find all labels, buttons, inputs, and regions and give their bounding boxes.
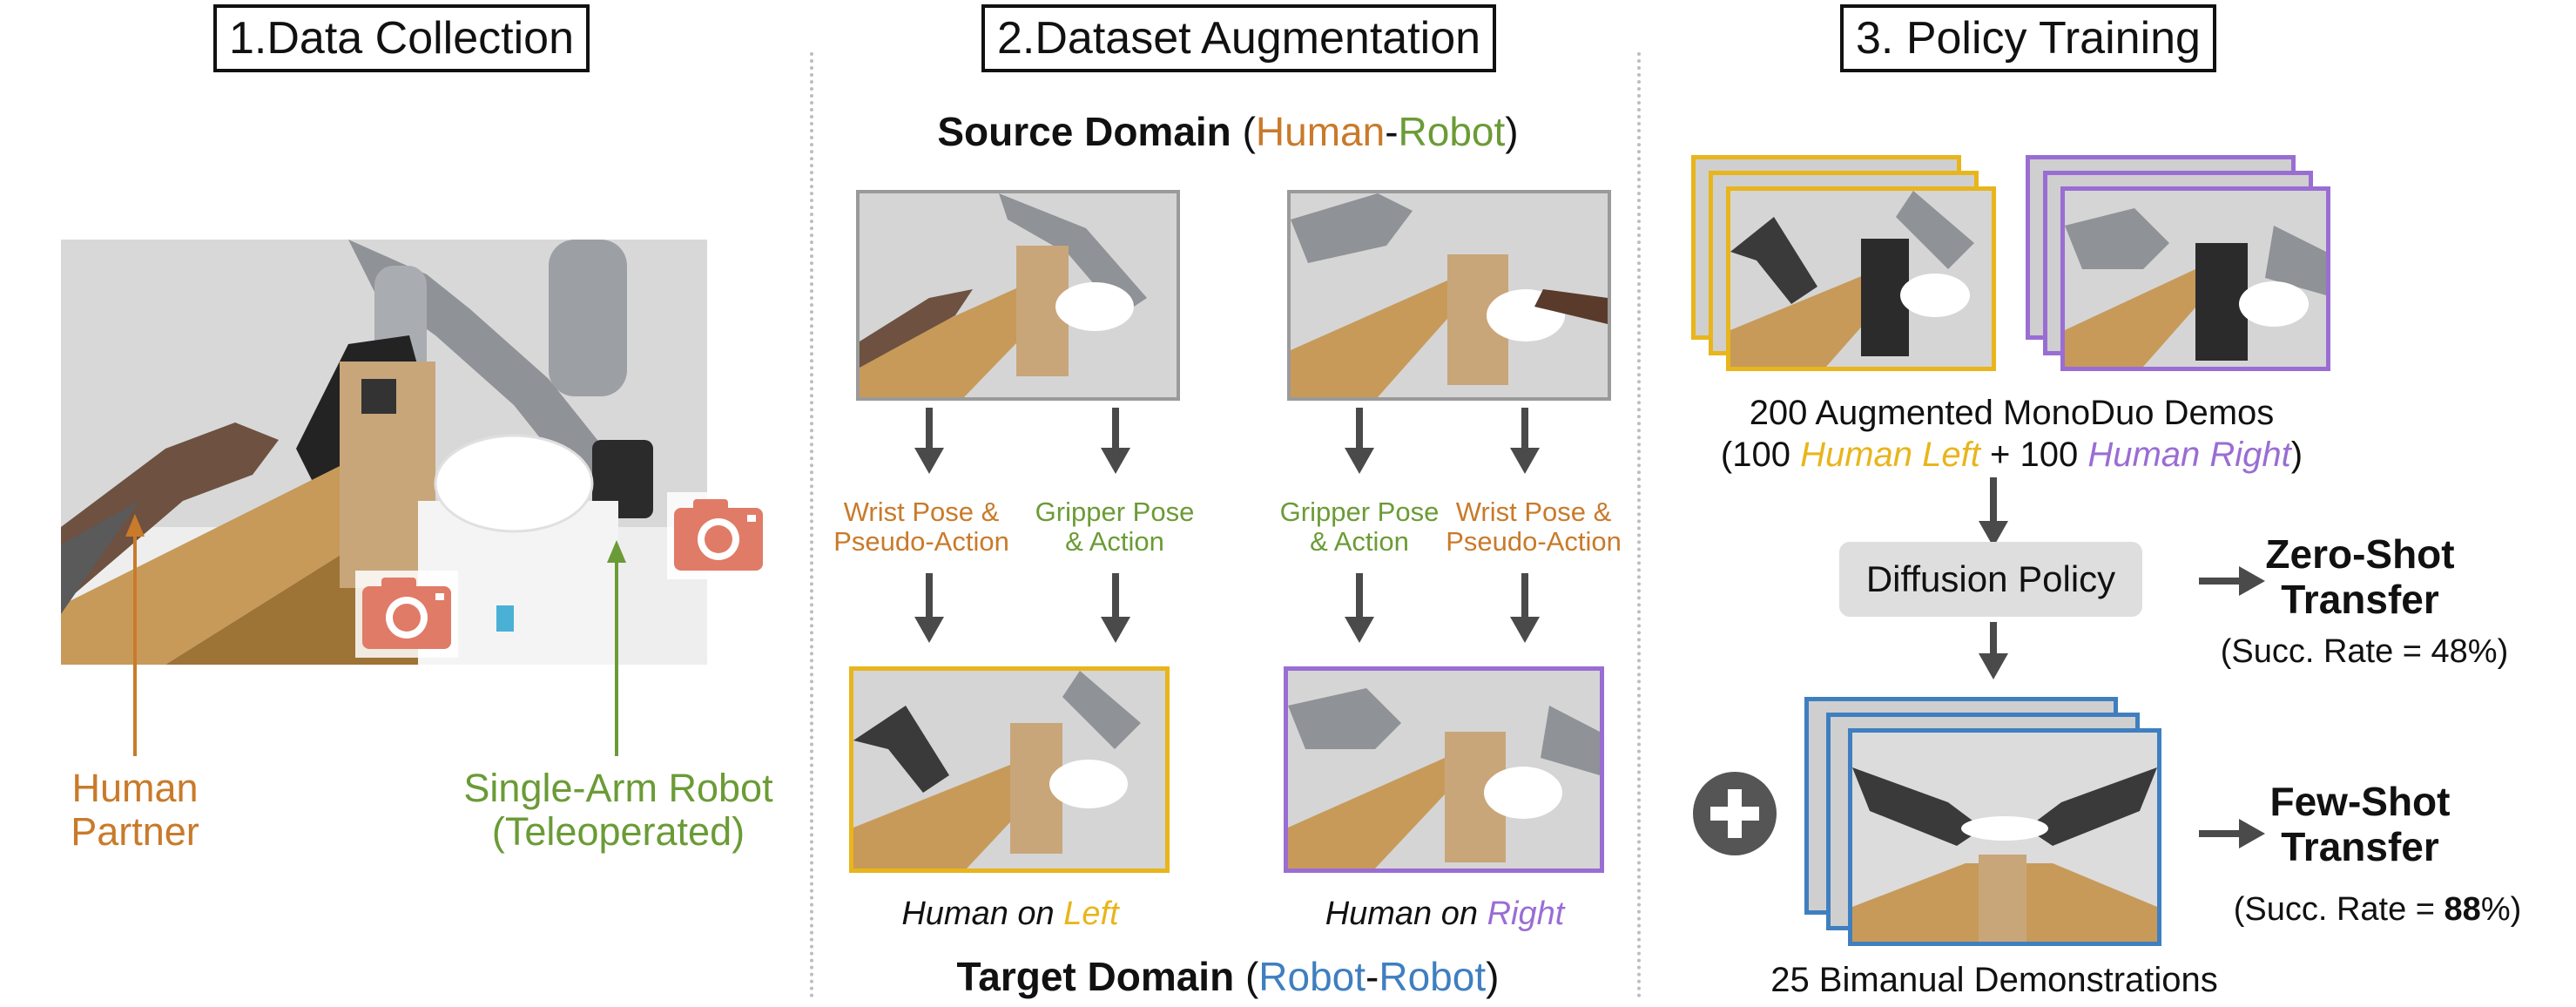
arrow-down	[1510, 573, 1540, 643]
few-rate-value: 88	[2444, 891, 2481, 928]
col2-label: Gripper Pose & Action	[1019, 497, 1210, 557]
robot-pointer-arrow	[607, 540, 626, 756]
col1-line2: Pseudo-Action	[833, 526, 1009, 557]
target-dash: -	[1366, 954, 1379, 999]
demos-l2-e: )	[2290, 436, 2303, 474]
arrow-down	[1979, 477, 2008, 547]
human-label-line1: Human	[71, 766, 199, 810]
col1-label: Wrist Pose & Pseudo-Action	[821, 497, 1022, 557]
augmented-right-stack-front	[2060, 186, 2330, 371]
few-line2: Transfer	[2281, 824, 2439, 869]
target-close-paren: )	[1486, 954, 1500, 999]
few-line1: Few-Shot	[2269, 779, 2451, 824]
target-robot-1: Robot	[1258, 954, 1366, 999]
zero-line1: Zero-Shot	[2265, 531, 2455, 577]
data-collection-photo	[61, 240, 707, 665]
target-image-right	[1284, 666, 1604, 873]
augmented-demos-caption: 200 Augmented MonoDuo Demos (100 Human L…	[1689, 392, 2334, 476]
col2-line2: & Action	[1065, 526, 1164, 557]
target-domain-prefix: Target Domain	[956, 954, 1235, 999]
target-domain-heading: Target Domain (Robot-Robot)	[836, 953, 1620, 1000]
target-robot-2: Robot	[1379, 954, 1487, 999]
divider-right	[1637, 52, 1641, 998]
arrow-right	[2199, 566, 2265, 596]
camera-icon	[667, 492, 770, 579]
arrow-down	[1101, 573, 1130, 643]
diffusion-policy-box: Diffusion Policy	[1839, 542, 2142, 617]
caption-human-on-left: Human on Left	[849, 895, 1171, 932]
arrow-down	[1345, 573, 1374, 643]
source-domain-prefix: Source Domain	[937, 109, 1231, 154]
bimanual-demos-caption: 25 Bimanual Demonstrations	[1770, 961, 2218, 999]
col3-line1: Gripper Pose	[1279, 497, 1440, 527]
zero-shot-transfer-label: Zero-Shot Transfer	[2256, 531, 2465, 622]
target-image-left	[849, 666, 1170, 873]
demos-human-right: Human Right	[2087, 436, 2291, 474]
col4-line2: Pseudo-Action	[1446, 526, 1622, 557]
source-image-human-left	[856, 190, 1180, 401]
caption-right-prefix: Human on	[1325, 895, 1487, 932]
col3-line2: & Action	[1310, 526, 1409, 557]
bimanual-stack-front	[1848, 728, 2161, 946]
divider-left	[810, 52, 813, 998]
source-human: Human	[1255, 109, 1386, 154]
scene-illustration	[61, 240, 707, 665]
arrow-down	[1979, 622, 2008, 679]
col4-line1: Wrist Pose &	[1455, 497, 1612, 527]
caption-right-word: Right	[1487, 895, 1565, 932]
source-dash: -	[1385, 109, 1399, 154]
robot-label-line2: (Teleoperated)	[491, 809, 745, 854]
demos-l2-c: + 100	[1979, 436, 2088, 474]
section-title-policy-training: 3. Policy Training	[1840, 4, 2216, 72]
demos-human-left: Human Left	[1800, 436, 1980, 474]
arrow-down	[1510, 408, 1540, 474]
few-rate-c: %)	[2480, 891, 2522, 928]
col4-label: Wrist Pose & Pseudo-Action	[1433, 497, 1634, 557]
caption-left-prefix: Human on	[901, 895, 1064, 932]
source-robot: Robot	[1398, 109, 1506, 154]
human-partner-label: Human Partner	[44, 767, 226, 854]
source-close-paren: )	[1505, 109, 1519, 154]
arrow-down	[914, 573, 944, 643]
arrow-down	[1101, 408, 1130, 474]
col1-line1: Wrist Pose &	[843, 497, 1000, 527]
source-open-paren: (	[1242, 109, 1256, 154]
few-shot-success-rate: (Succ. Rate = 88%)	[2212, 890, 2543, 929]
col2-line1: Gripper Pose	[1035, 497, 1195, 527]
zero-shot-success-rate: (Succ. Rate = 48%)	[2220, 633, 2509, 670]
arrow-down	[1345, 408, 1374, 474]
demos-l2-a: (100	[1720, 436, 1801, 474]
target-open-paren: (	[1244, 954, 1259, 999]
camera-icon	[355, 571, 458, 658]
arrow-down	[914, 408, 944, 474]
section-title-dataset-augmentation: 2.Dataset Augmentation	[981, 4, 1497, 72]
caption-left-word: Left	[1063, 895, 1119, 932]
demos-line1: 200 Augmented MonoDuo Demos	[1749, 394, 2275, 432]
source-domain-heading: Source Domain (Human-Robot)	[836, 108, 1620, 155]
zero-line2: Transfer	[2281, 577, 2439, 622]
single-arm-robot-label: Single-Arm Robot (Teleoperated)	[444, 767, 792, 854]
demos-line2: (100 Human Left + 100 Human Right)	[1689, 434, 2334, 476]
human-pointer-arrow	[125, 514, 145, 756]
section-title-data-collection: 1.Data Collection	[213, 4, 590, 72]
caption-human-on-right: Human on Right	[1284, 895, 1606, 932]
source-image-human-right	[1287, 190, 1611, 401]
few-shot-transfer-label: Few-Shot Transfer	[2264, 779, 2456, 869]
plus-icon	[1691, 770, 1778, 857]
human-label-line2: Partner	[71, 809, 199, 854]
few-rate-a: (Succ. Rate =	[2233, 891, 2445, 928]
robot-label-line1: Single-Arm Robot	[463, 766, 773, 810]
augmented-left-stack-front	[1726, 186, 1996, 371]
arrow-right	[2199, 819, 2265, 848]
col3-label: Gripper Pose & Action	[1264, 497, 1455, 557]
